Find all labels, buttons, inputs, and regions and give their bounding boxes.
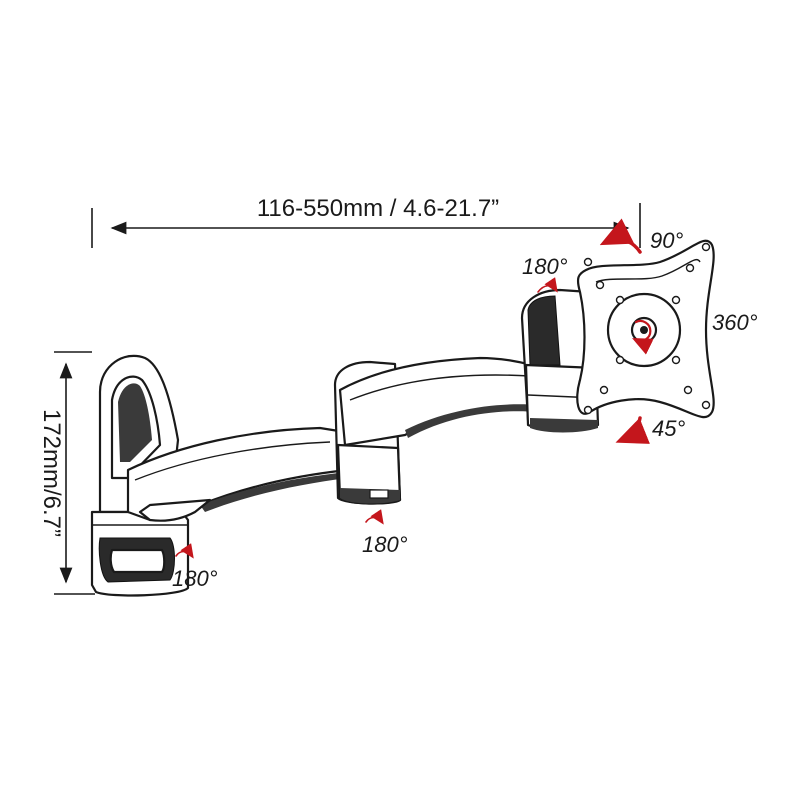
tilt-head [520, 288, 600, 433]
width-dimension: 116-550mm / 4.6-21.7” [91, 195, 641, 248]
middle-swivel-arrow-icon [365, 509, 384, 525]
tilt-up-arrow-icon [599, 218, 642, 254]
tilt-down-arrow-icon [615, 416, 650, 444]
width-range-label: 116-550mm / 4.6-21.7” [257, 195, 499, 222]
rotation-arrows [175, 218, 654, 559]
mounting-holes [583, 242, 711, 415]
plate-rotation-label: 360° [712, 310, 758, 335]
height-label: 172mm/6.7” [38, 409, 65, 537]
second-arm [338, 356, 542, 447]
vesa-plate [576, 239, 715, 419]
rotation-labels: 90° 180° 360° 45° 180° 180° [172, 228, 758, 591]
top-swivel-label: 180° [522, 254, 568, 279]
head-swivel-arrow-icon [537, 277, 558, 293]
top-tilt-label: 90° [650, 228, 683, 253]
plate-rotation-arrow-icon [632, 319, 654, 355]
height-dimension: 172mm/6.7” [38, 351, 95, 595]
wall-joint-label: 180° [172, 566, 218, 591]
first-arm [126, 426, 350, 522]
middle-joint-label: 180° [362, 532, 408, 557]
bottom-tilt-label: 45° [652, 416, 685, 441]
wall-bracket [90, 354, 190, 597]
wall-swivel-arrow-icon [175, 543, 194, 559]
